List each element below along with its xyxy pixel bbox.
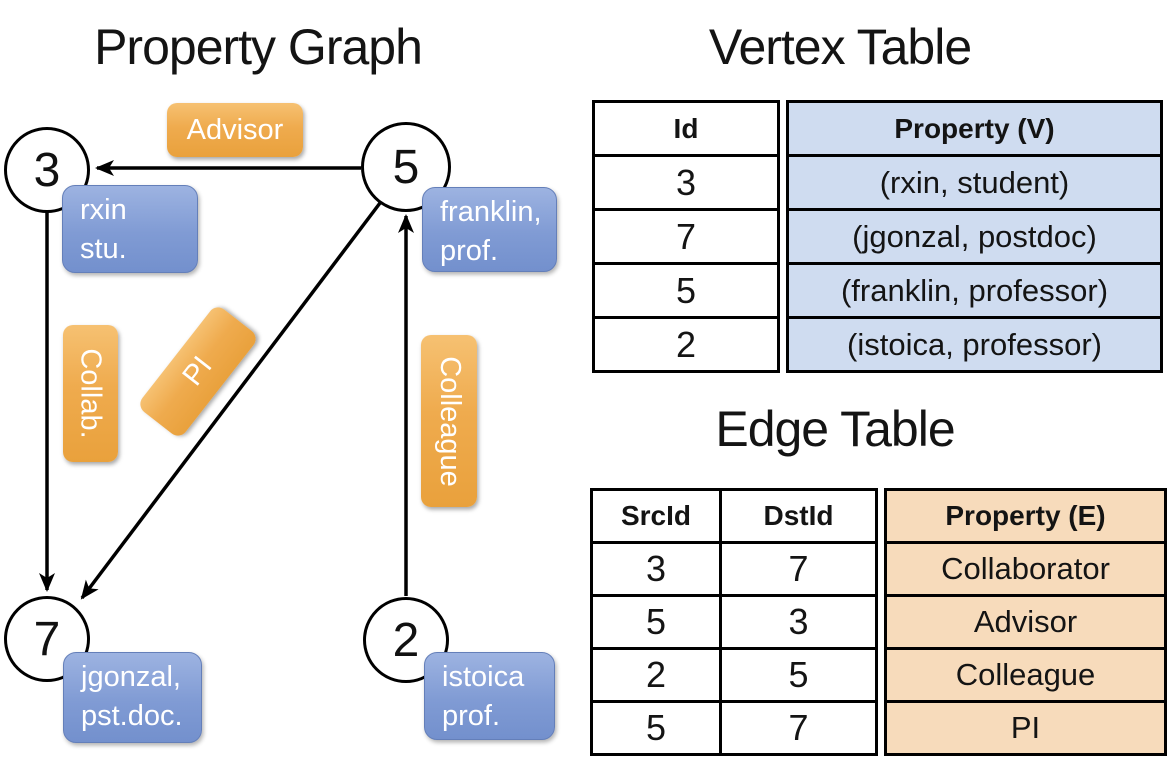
vertex-id-2: 2 — [392, 613, 420, 667]
table-header-row: Property (V) — [789, 103, 1160, 157]
table-row: Advisor — [887, 597, 1164, 650]
table-row: 5 3 — [593, 597, 875, 650]
vertex-id-cell: 3 — [675, 161, 697, 203]
edge-src-cell: 5 — [593, 597, 722, 647]
edge-label-pi-text: PI — [176, 350, 219, 392]
vertex-property-line2: prof. — [440, 235, 499, 267]
table-row: 3 — [595, 157, 777, 211]
table-row: 5 7 — [593, 703, 875, 753]
edge-table-header-dstid: DstId — [763, 500, 834, 531]
edge-label-collab: Collab. — [63, 325, 118, 462]
table-row: (istoica, professor) — [789, 319, 1160, 370]
table-row: 2 — [595, 319, 777, 370]
vertex-property-cell: (jgonzal, postdoc) — [852, 218, 1097, 254]
vertex-table-title: Vertex Table — [708, 19, 972, 75]
edge-label-colleague: Colleague — [421, 335, 477, 507]
vertex-property-cell: (istoica, professor) — [847, 326, 1102, 362]
table-row: 2 5 — [593, 650, 875, 703]
edge-label-advisor-text: Advisor — [186, 113, 284, 146]
vertex-id-cell: 5 — [675, 269, 697, 311]
table-row: 3 7 — [593, 544, 875, 597]
vertex-property-box-jgonzal: jgonzal, pst.doc. — [63, 652, 202, 743]
vertex-property-line2: stu. — [80, 233, 127, 265]
vertex-table-header-id: Id — [673, 112, 699, 144]
vertex-property-line2: prof. — [442, 700, 501, 732]
table-row: 7 — [595, 211, 777, 265]
table-header-row: Id — [595, 103, 777, 157]
table-header-row: Property (E) — [887, 491, 1164, 544]
vertex-table-header-property: Property (V) — [894, 112, 1055, 144]
edge-arrow-5-to-7 — [80, 201, 382, 600]
table-row: (rxin, student) — [789, 157, 1160, 211]
vertex-property-cell: (rxin, student) — [879, 164, 1070, 200]
vertex-circle-3: 3 — [4, 127, 90, 213]
vertex-property-box-rxin: rxin stu. — [62, 185, 198, 273]
edge-src-cell: 3 — [593, 544, 722, 594]
table-row: (franklin, professor) — [789, 265, 1160, 319]
vertex-table-property-column: Property (V) (rxin, student) (jgonzal, p… — [786, 100, 1163, 373]
edge-dst-cell: 5 — [788, 654, 809, 695]
table-row: Collaborator — [887, 544, 1164, 597]
vertex-property-line2: pst.doc. — [81, 700, 183, 732]
table-row: 5 — [595, 265, 777, 319]
table-row: PI — [887, 703, 1164, 753]
vertex-id-cell: 7 — [675, 215, 697, 257]
edge-property-cell: Collaborator — [941, 551, 1110, 586]
edge-dst-cell: 7 — [788, 548, 809, 589]
edge-table-property-column: Property (E) Collaborator Advisor Collea… — [884, 488, 1167, 756]
edge-property-cell: PI — [1010, 710, 1041, 745]
table-row: (jgonzal, postdoc) — [789, 211, 1160, 265]
vertex-id-3: 3 — [33, 143, 61, 197]
vertex-id-5: 5 — [392, 140, 420, 194]
vertex-property-box-istoica: istoica prof. — [424, 652, 555, 740]
edge-label-advisor: Advisor — [167, 103, 303, 157]
table-row: Colleague — [887, 650, 1164, 703]
vertex-id-7: 7 — [33, 612, 61, 666]
edge-table-id-columns: SrcId DstId 3 7 5 3 2 5 5 7 — [590, 488, 878, 756]
edge-src-cell: 5 — [593, 703, 722, 753]
edge-table-header-property: Property (E) — [945, 500, 1106, 531]
edge-table-title: Edge Table — [715, 401, 955, 457]
edge-property-cell: Advisor — [973, 604, 1078, 639]
vertex-property-cell: (franklin, professor) — [840, 272, 1109, 308]
table-header-row: SrcId DstId — [593, 491, 875, 544]
vertex-property-line1: rxin — [80, 194, 127, 226]
edge-dst-cell: 7 — [788, 707, 809, 748]
vertex-id-cell: 2 — [675, 323, 697, 365]
edge-label-colleague-text: Colleague — [433, 355, 466, 487]
vertex-property-box-franklin: franklin, prof. — [422, 187, 557, 272]
property-graph-title: Property Graph — [94, 19, 423, 75]
edge-table-header-srcid: SrcId — [593, 491, 722, 541]
edge-label-collab-text: Collab. — [75, 348, 107, 439]
vertex-table-id-column: Id 3 7 5 2 — [592, 100, 780, 373]
vertex-property-line1: jgonzal, — [81, 661, 181, 693]
vertex-property-line1: istoica — [442, 661, 525, 693]
edge-src-cell: 2 — [593, 650, 722, 700]
vertex-property-line1: franklin, — [440, 196, 542, 228]
edge-property-cell: Colleague — [955, 657, 1096, 692]
edge-dst-cell: 3 — [788, 601, 809, 642]
